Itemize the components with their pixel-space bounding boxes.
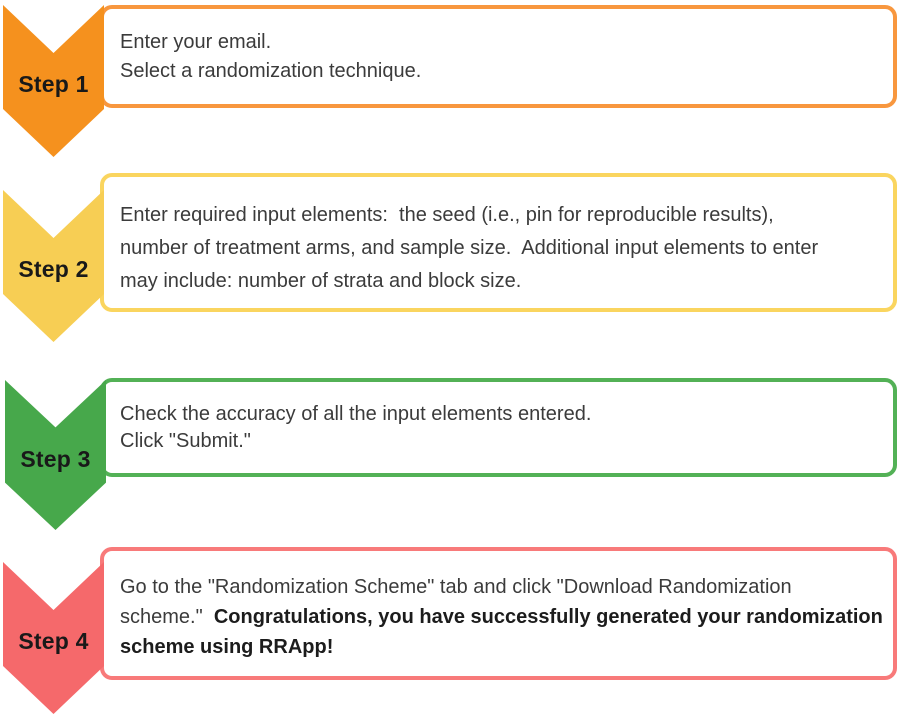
step-4-text-line-2: scheme." Congratulations, you have succe… bbox=[120, 602, 889, 632]
step-4-chevron: Step 4 bbox=[3, 562, 104, 714]
step-3-label: Step 3 bbox=[20, 446, 91, 472]
step-4-text-line-1: Go to the "Randomization Scheme" tab and… bbox=[120, 575, 792, 598]
step-3-text-line-1: Check the accuracy of all the input elem… bbox=[120, 402, 592, 425]
step-2-text-line-1: Enter required input elements: the seed … bbox=[120, 204, 774, 226]
step-4-box: Go to the "Randomization Scheme" tab and… bbox=[100, 547, 897, 680]
step-1-label: Step 1 bbox=[18, 71, 89, 97]
chevron-down-icon bbox=[3, 5, 104, 157]
step-4-label: Step 4 bbox=[18, 628, 89, 654]
step-2-chevron: Step 2 bbox=[3, 190, 104, 342]
step-1-text-line-1: Enter your email. bbox=[120, 30, 272, 53]
step-4-text-line-2-bold: Congratulations, you have successfully g… bbox=[213, 605, 883, 628]
step-3-text-line-2: Click "Submit." bbox=[120, 429, 251, 452]
step-1-chevron: Step 1 bbox=[3, 5, 104, 157]
step-2-box: Enter required input elements: the seed … bbox=[100, 173, 897, 312]
step-4-text-line-2-normal: scheme." bbox=[120, 605, 214, 628]
step-3-chevron: Step 3 bbox=[5, 380, 106, 530]
chevron-down-icon bbox=[3, 190, 104, 342]
chevron-down-icon bbox=[5, 380, 106, 530]
step-2-label: Step 2 bbox=[18, 256, 89, 282]
step-3-box: Check the accuracy of all the input elem… bbox=[100, 378, 897, 477]
step-1-box: Enter your email. Select a randomization… bbox=[100, 5, 897, 108]
step-2-text-line-3: may include: number of strata and block … bbox=[120, 270, 522, 292]
step-4-text-line-3: scheme using RRApp! bbox=[120, 635, 334, 658]
step-1-text-line-2: Select a randomization technique. bbox=[120, 59, 422, 82]
chevron-down-icon bbox=[3, 562, 104, 714]
step-2-text-line-2: number of treatment arms, and sample siz… bbox=[120, 237, 819, 259]
